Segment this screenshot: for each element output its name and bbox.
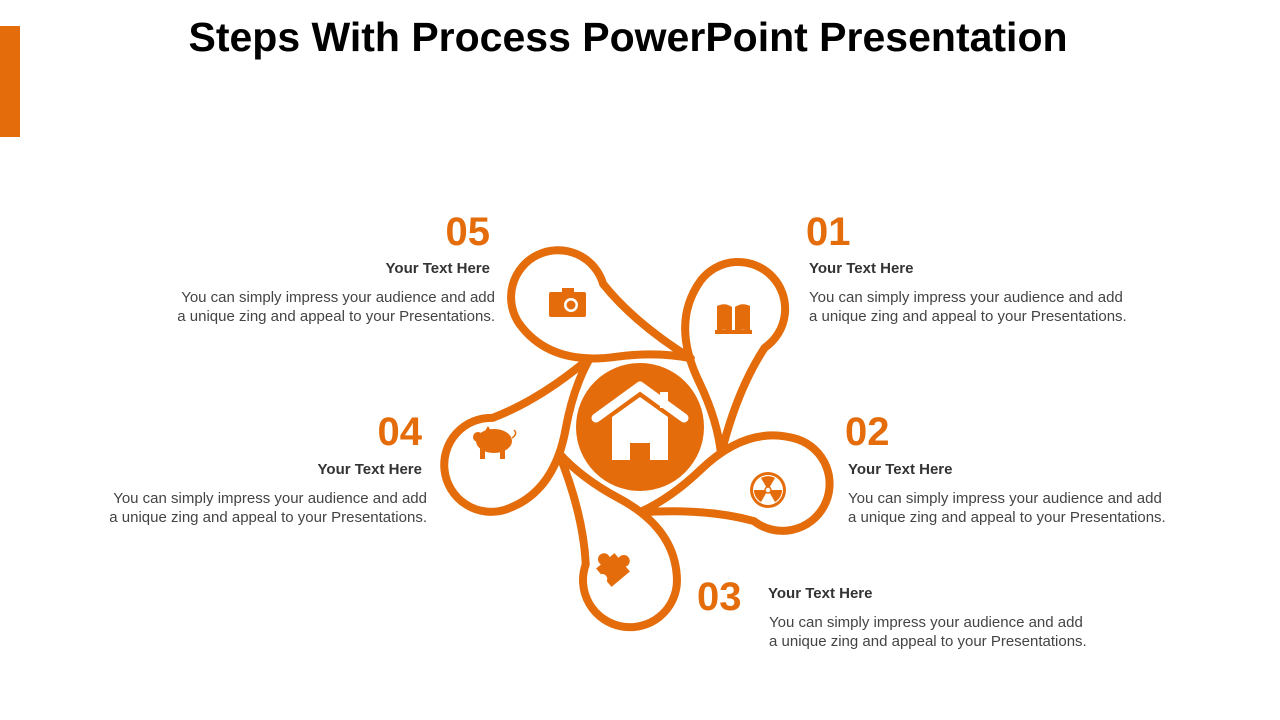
accent-bar bbox=[0, 26, 20, 137]
step-03-heading: Your Text Here bbox=[768, 585, 873, 602]
step-03-number: 03 bbox=[697, 575, 742, 619]
step-04-text: You can simply impress your audience and… bbox=[27, 489, 427, 527]
step-04-heading: Your Text Here bbox=[317, 461, 422, 478]
step-03-line1: You can simply impress your audience and… bbox=[769, 614, 1083, 631]
book-icon bbox=[715, 304, 752, 334]
step-01-number: 01 bbox=[806, 210, 851, 254]
step-02-line1: You can simply impress your audience and… bbox=[848, 490, 1162, 507]
camera-icon bbox=[549, 288, 586, 317]
step-05-number: 05 bbox=[445, 210, 491, 254]
step-05-line1: You can simply impress your audience and… bbox=[181, 289, 495, 306]
step-05-heading: Your Text Here bbox=[385, 260, 490, 277]
step-04-number: 04 bbox=[377, 410, 423, 454]
radiation-icon bbox=[750, 472, 786, 508]
step-02-line2: a unique zing and appeal to your Present… bbox=[848, 509, 1166, 526]
step-03-text: You can simply impress your audience and… bbox=[769, 613, 1087, 651]
step-01-line1: You can simply impress your audience and… bbox=[809, 289, 1123, 306]
step-02-text: You can simply impress your audience and… bbox=[848, 489, 1166, 527]
piggy-bank-icon bbox=[473, 426, 517, 459]
home-icon bbox=[591, 381, 689, 460]
step-03-line2: a unique zing and appeal to your Present… bbox=[769, 633, 1087, 650]
step-04-line2: a unique zing and appeal to your Present… bbox=[109, 509, 427, 526]
step-01-text: You can simply impress your audience and… bbox=[809, 288, 1127, 326]
step-05-line2: a unique zing and appeal to your Present… bbox=[177, 308, 495, 325]
step-01-line2: a unique zing and appeal to your Present… bbox=[809, 308, 1127, 325]
step-02-number: 02 bbox=[845, 410, 890, 454]
page-title: Steps With Process PowerPoint Presentati… bbox=[188, 14, 1068, 60]
puzzle-icon bbox=[596, 553, 630, 587]
step-05-text: You can simply impress your audience and… bbox=[95, 288, 495, 326]
step-04-line1: You can simply impress your audience and… bbox=[113, 490, 427, 507]
step-01-heading: Your Text Here bbox=[809, 260, 914, 277]
step-02-heading: Your Text Here bbox=[848, 461, 953, 478]
